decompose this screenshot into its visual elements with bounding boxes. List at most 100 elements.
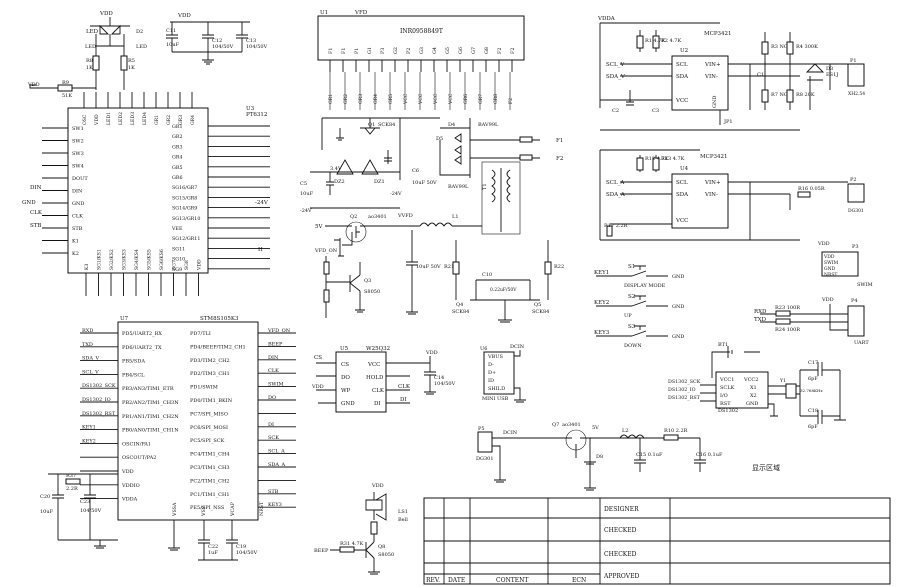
q4-part: SCK84	[452, 309, 469, 315]
vdd-label-c11: VDD	[177, 13, 191, 19]
u3-top-pin-label: GR2	[166, 115, 172, 125]
d2-ref: D2	[136, 29, 143, 35]
transformer-t1	[481, 161, 521, 235]
u7-right-pin-label: PC3/TIM1_CH3	[190, 465, 230, 471]
u8-body	[715, 371, 769, 409]
u3-top-pin-label: LED3	[130, 112, 136, 125]
u1-bottom-pin-label: VCC	[433, 93, 439, 105]
resistor-r31	[339, 546, 355, 553]
u3-pt6312: U3 PT6312 SW1SW2SW3SW4DOUTDINGNDCLKSTBK1…	[22, 92, 270, 296]
u1-pin-label: G8	[484, 47, 490, 54]
key-net-label: KEY2	[594, 300, 609, 306]
resistor-r22	[544, 261, 552, 275]
u1-pin-label: F2	[497, 48, 503, 54]
c11-value: 10uF	[166, 42, 180, 48]
u5-w25q32: U5 W25Q32 CS DO WP GND VCC HOLD CLK DI C…	[311, 346, 456, 413]
u1-part: INR0958849T	[400, 28, 443, 35]
q8-part: S8050	[378, 552, 394, 558]
key-ref-label: S2	[628, 294, 635, 300]
c3-ref: C3	[652, 108, 659, 114]
buzzer-ls1: VDD LS1 Bell BEEP R31 4.7K Q8 S8050	[314, 483, 408, 575]
approved-label: APPROVED	[603, 573, 639, 580]
r16-ref: R16 0.05R	[798, 186, 825, 192]
resistor-r23	[775, 310, 791, 317]
u7-right-pin-label: PD7/TLI	[190, 331, 211, 337]
gnd-net-label: GND	[22, 200, 36, 206]
c2-ref: C2	[612, 108, 619, 114]
c5-ref: C5	[300, 181, 307, 187]
vfd-power-circuit: Q1 SCK84 DZ2 DZ1 3.4V -24V C5 10uF -24V …	[300, 117, 564, 323]
c18-ref: C18	[808, 408, 818, 414]
connector-p2	[847, 183, 865, 203]
u1-pin-label: G4	[432, 47, 438, 54]
p5-5v: 5V	[592, 425, 599, 431]
content-label: CONTENT	[496, 577, 528, 584]
resistor-r37	[65, 478, 81, 485]
y1-value: 32.768KHz	[800, 388, 823, 393]
r37-value: 2.2R	[66, 486, 78, 492]
u7-right-net-label: BEEP	[268, 341, 283, 347]
y1-ref: Y1	[779, 378, 786, 384]
u3-bottom-pin-label: SG7	[172, 260, 178, 270]
u4-sda-pin: SDA	[676, 192, 689, 198]
u3-bottom-pin-label: SG2/KS2	[109, 249, 115, 270]
f2-net: F2	[556, 156, 563, 162]
u3-bottom-pin-label: SG5/KS5	[147, 249, 153, 270]
r37-ref: R37	[66, 473, 76, 479]
key-ref-label: S3	[628, 324, 636, 330]
u2-gnd-pin: GND	[712, 96, 718, 108]
r8-ref: R8	[86, 58, 93, 64]
u1-pin-label: G7	[471, 47, 477, 54]
d5-ref: D5	[436, 136, 443, 142]
p5-label: DG301	[476, 456, 494, 462]
resistor-r5	[120, 55, 128, 71]
u7-left-pin-label: PB2/AN2/TIM1_CH3N	[122, 400, 179, 406]
p4-vdd: VDD	[821, 297, 834, 303]
u5-vcc-pin: VCC	[367, 362, 380, 368]
u1-bottom-pin-label: GR5	[388, 94, 394, 104]
r9-ref: R9	[62, 80, 69, 86]
u3-right-pin-label: SG13/GR10	[172, 216, 200, 222]
c-elect-value: 10uF 50V	[416, 264, 441, 270]
minus24v-dz: -24V	[390, 191, 402, 197]
cs-net: CS	[314, 355, 322, 361]
u7-right-net-label: SWIM	[268, 382, 284, 388]
u3-left-pin-label: CLK	[72, 214, 83, 220]
c23-ref: C23	[80, 499, 90, 505]
u5-body	[335, 351, 387, 413]
q5-part: SCK84	[532, 309, 549, 315]
dz1-ref: DZ1	[374, 179, 385, 185]
stb-net-label: STB	[30, 223, 41, 229]
u7-right-pin-label: PD0/TIM1_BKIN	[190, 398, 233, 404]
u3-left-pin-label: GND	[72, 201, 84, 207]
u1-pin-label: P2	[406, 48, 412, 54]
u3-right-pin-label: SG10	[172, 257, 185, 263]
resistor-r2	[652, 35, 660, 49]
r31-ref: R31 4.7K	[340, 541, 364, 547]
u3-left-pin-label: SW1	[72, 126, 84, 132]
r7-ref: R7 NC	[771, 92, 788, 98]
checked-label-1: CHECKED	[604, 527, 637, 534]
resistor-r30	[370, 521, 378, 535]
u8-ds1302: DS1302 VCC1 SCLK I/O RST VCC2 X1 X2 GND …	[668, 342, 846, 430]
u7-right-net-label: VFD_ON	[267, 328, 291, 334]
u7-right-pin-label: PC1/TIM1_CH1	[190, 492, 230, 498]
title-block: DESIGNER CHECKED CHECKED APPROVED REV. D…	[423, 497, 891, 585]
c14-vdd: VDD	[425, 350, 438, 356]
u3-left-pin-label: SW2	[72, 139, 84, 145]
u7-left-pin-label: PB0/AN0/TIM1_CH1N	[122, 428, 179, 434]
u7-part: STM8S105K3	[200, 316, 239, 322]
p5-ref: P5	[478, 426, 485, 432]
usb-vbus: VBUS	[487, 354, 503, 360]
u7-left-pin-label: PD6/UART2_TX	[122, 345, 162, 351]
u1-bottom-pin-label: GR2	[343, 94, 349, 104]
r8-value: 1K	[86, 65, 93, 71]
swim-header-p3: VDD VDD SWIM GND NRST P3 SWIM	[817, 241, 873, 288]
u2-ref: U2	[680, 48, 688, 54]
r22-ref: R22	[554, 264, 564, 270]
key-switch-lines	[596, 265, 668, 277]
d3-part: ES1J	[826, 72, 838, 78]
minus-24v-label: -24V	[255, 200, 269, 206]
u7-left-net-label: SCL_V	[82, 369, 99, 375]
